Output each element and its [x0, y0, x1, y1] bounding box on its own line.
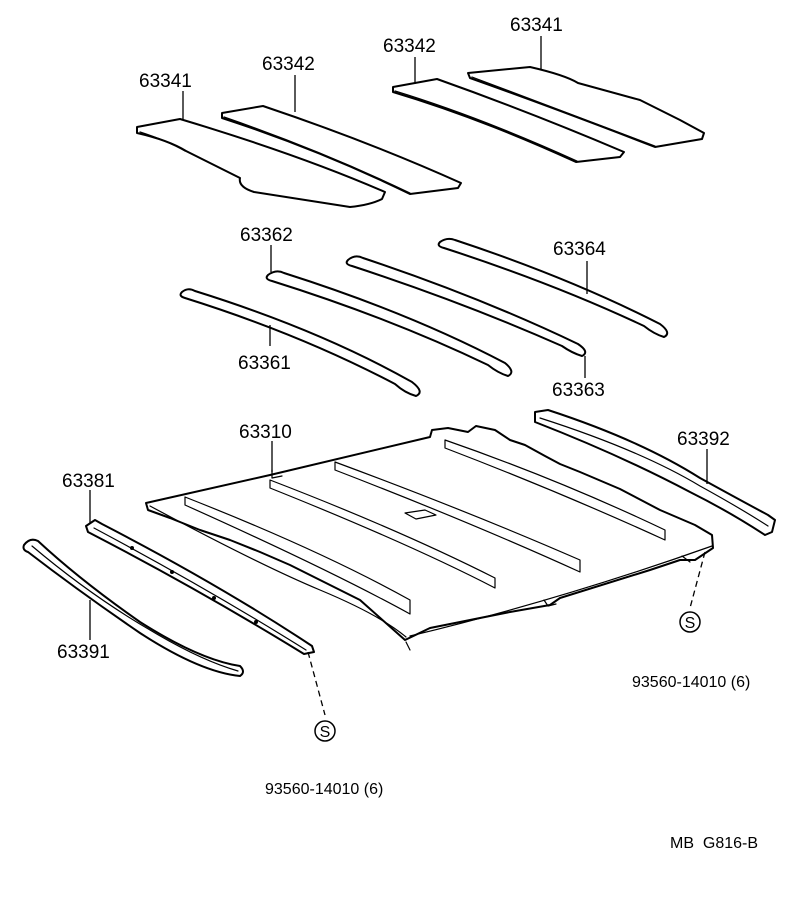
strip-63361[interactable] [179, 288, 421, 397]
label-63341-right: 63341 [510, 15, 563, 36]
strip-63363[interactable] [345, 255, 587, 357]
label-63310: 63310 [239, 422, 292, 443]
label-63342-left: 63342 [262, 54, 315, 75]
svg-text:S: S [320, 724, 331, 741]
leader-lines [89, 36, 708, 716]
pad-63342-right[interactable] [392, 78, 625, 163]
diagram-code: MB G816-B [670, 835, 758, 852]
label-63391: 63391 [57, 642, 110, 663]
headliner-63310[interactable] [145, 425, 714, 651]
label-63392: 63392 [677, 429, 730, 450]
label-63362: 63362 [240, 225, 293, 246]
label-63364: 63364 [553, 239, 606, 260]
label-screw-right: 93560-14010 (6) [632, 674, 750, 691]
label-63341-left: 63341 [139, 71, 192, 92]
label-63381: 63381 [62, 471, 115, 492]
strip-63362[interactable] [265, 270, 513, 377]
screw-symbol-left: S [314, 720, 336, 742]
label-63363: 63363 [552, 380, 605, 401]
screw-symbol-right: S [679, 611, 701, 633]
strip-63364[interactable] [437, 237, 669, 338]
label-63361: 63361 [238, 353, 291, 374]
rail-63381[interactable] [85, 519, 315, 655]
pad-63342-left[interactable] [221, 105, 462, 195]
rail-63392[interactable] [534, 409, 776, 536]
pad-63341-left[interactable] [136, 118, 386, 208]
label-63342-right: 63342 [383, 36, 436, 57]
label-screw-left: 93560-14010 (6) [265, 781, 383, 798]
pad-63341-right[interactable] [467, 66, 705, 148]
rail-63391[interactable] [22, 538, 244, 677]
svg-text:S: S [685, 615, 696, 632]
